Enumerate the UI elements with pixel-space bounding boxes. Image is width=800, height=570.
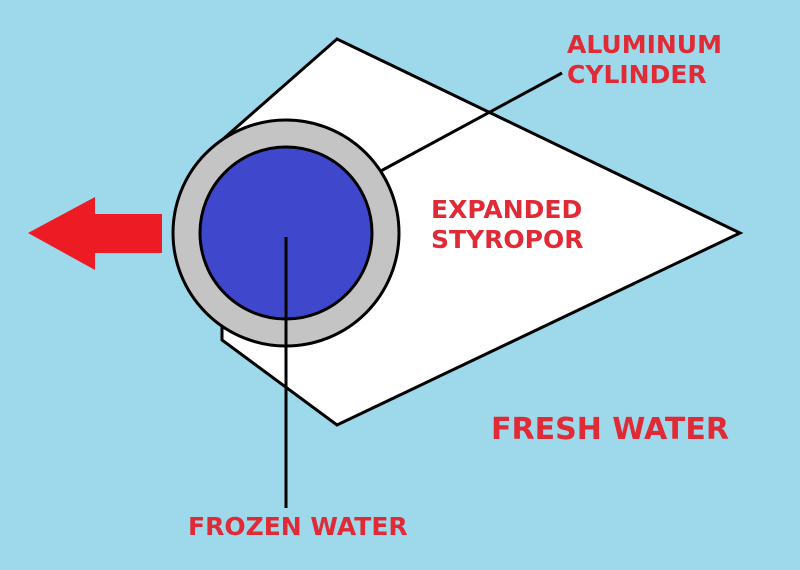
aluminum-label-line2: CYLINDER	[567, 60, 707, 89]
styropor-label: EXPANDED STYROPOR	[431, 195, 584, 255]
styropor-label-line1: EXPANDED	[431, 195, 583, 224]
frozen-water-label: FROZEN WATER	[188, 512, 408, 541]
arrow-left-icon	[28, 197, 162, 270]
fresh-water-label: FRESH WATER	[491, 412, 729, 447]
aluminum-label-line1: ALUMINUM	[567, 30, 722, 59]
aluminum-cylinder-label: ALUMINUM CYLINDER	[567, 30, 722, 90]
styropor-label-line2: STYROPOR	[431, 225, 584, 254]
aluminum-leader-line	[365, 71, 563, 181]
